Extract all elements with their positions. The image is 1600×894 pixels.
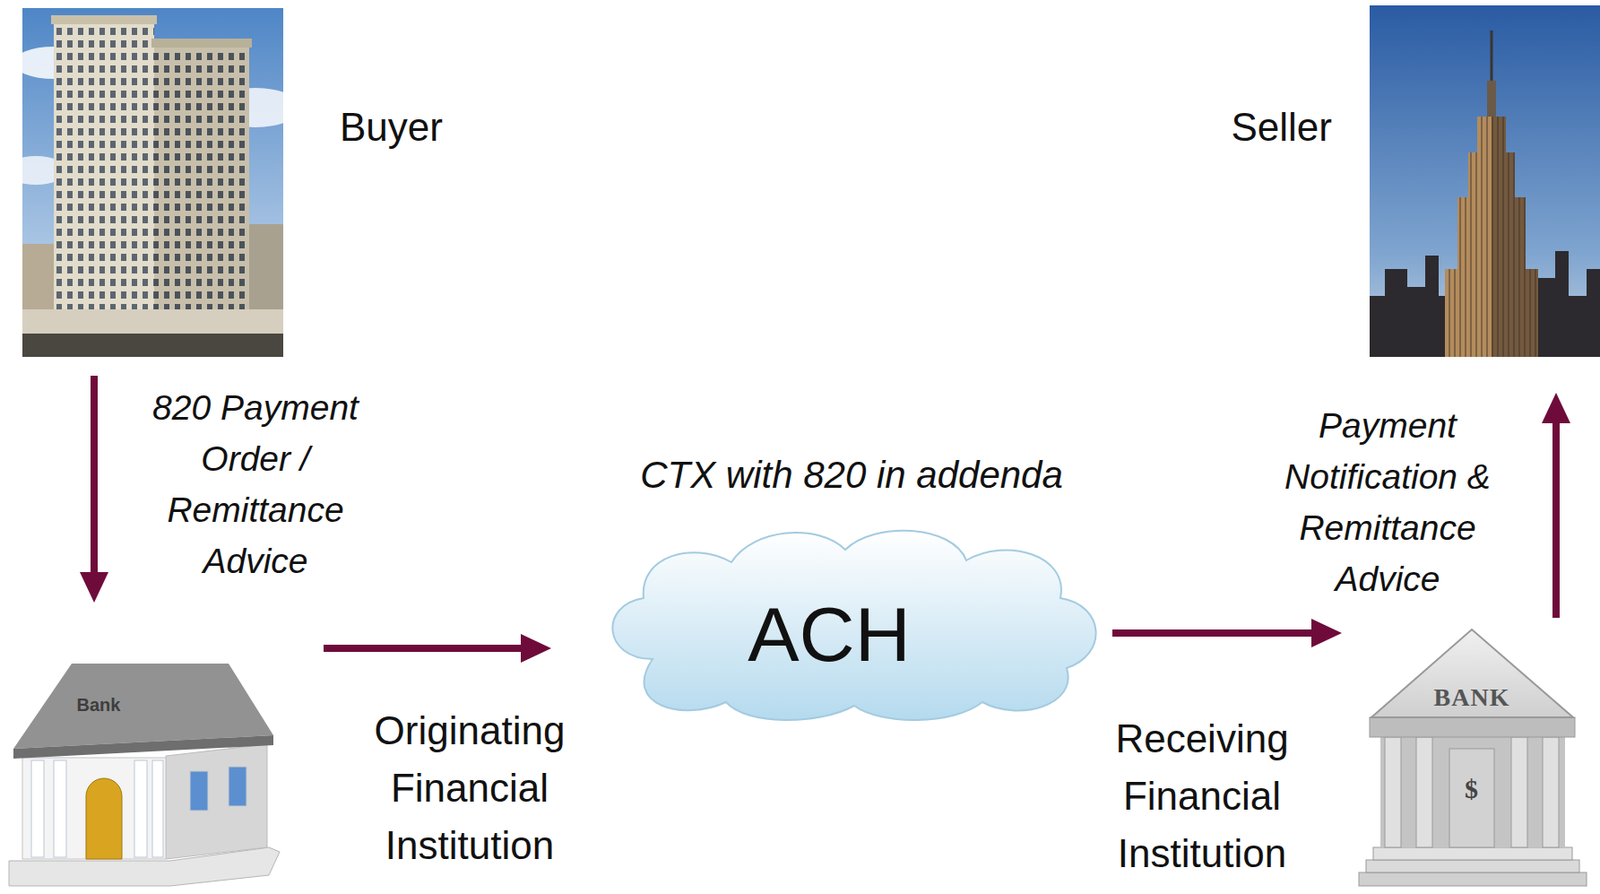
bank-icon bbox=[152, 760, 164, 857]
bank-icon bbox=[134, 760, 148, 857]
buyer-building-photo bbox=[151, 38, 252, 48]
seller-building-photo bbox=[1468, 152, 1515, 198]
flow-arrow bbox=[1552, 417, 1560, 618]
bank-icon bbox=[86, 778, 122, 859]
bank-sign: $ bbox=[1464, 773, 1479, 805]
cloud-outline bbox=[612, 530, 1096, 720]
bank-icon bbox=[1373, 847, 1573, 860]
seller-node: Seller bbox=[1369, 5, 1600, 357]
seller-building-photo bbox=[1491, 197, 1526, 269]
ach-cloud: CTX with 820 in addendaACH bbox=[589, 515, 1113, 727]
seller-building-photo bbox=[1369, 5, 1600, 357]
buyer-building-photo bbox=[22, 333, 284, 357]
bank-icon bbox=[1358, 872, 1587, 886]
node-heading: CTX with 820 in addenda bbox=[640, 452, 1064, 498]
flow-arrow bbox=[323, 644, 527, 652]
bank-icon bbox=[1542, 736, 1559, 848]
bank-icon bbox=[228, 766, 247, 806]
bank-icon bbox=[13, 663, 274, 749]
flow-arrow bbox=[1112, 629, 1317, 637]
node-label: Originating Financial Institution bbox=[374, 701, 566, 874]
bank-icon bbox=[1380, 736, 1566, 848]
bank-icon bbox=[8, 663, 280, 886]
seller-building-photo bbox=[1490, 30, 1494, 83]
seller-building-photo bbox=[1487, 80, 1497, 117]
buyer-node: Buyer bbox=[22, 8, 284, 357]
flow-arrow bbox=[90, 375, 98, 578]
buyer-building-photo bbox=[22, 8, 284, 357]
bank-node: Originating Financial Institution bbox=[8, 653, 296, 888]
bank-icon bbox=[1449, 748, 1495, 848]
seller-building-photo bbox=[1457, 197, 1526, 269]
node-label: ACH bbox=[747, 588, 911, 681]
seller-building-photo bbox=[1491, 152, 1515, 198]
node-label: Seller bbox=[1231, 103, 1333, 152]
edge-label: 820 Payment Order / Remittance Advice bbox=[134, 381, 377, 587]
seller-building-photo bbox=[1491, 268, 1539, 357]
bank-sign: BANK bbox=[1434, 683, 1511, 712]
bank-icon bbox=[22, 757, 166, 859]
bank-icon bbox=[1511, 736, 1528, 848]
seller-building-photo bbox=[1444, 268, 1539, 357]
bank-icon bbox=[1358, 629, 1587, 886]
node-label: Buyer bbox=[339, 103, 443, 152]
bank-icon bbox=[165, 743, 268, 859]
buyer-building-photo bbox=[22, 309, 284, 337]
bank-icon bbox=[190, 770, 208, 811]
node-label: Receiving Financial Institution bbox=[1115, 709, 1289, 883]
bank-icon bbox=[1366, 859, 1580, 873]
bank-node: Receiving Financial Institution bbox=[1357, 622, 1600, 888]
bank-icon bbox=[31, 760, 44, 857]
buyer-building-photo bbox=[53, 21, 155, 357]
bank-icon bbox=[53, 760, 67, 857]
buyer-building-photo bbox=[22, 8, 284, 357]
bank-icon bbox=[1416, 736, 1433, 848]
buyer-building-photo bbox=[51, 15, 157, 25]
edge-label: Payment Notification & Remittance Advice bbox=[1253, 399, 1523, 605]
bank-icon bbox=[1369, 717, 1575, 737]
seller-building-photo bbox=[1491, 116, 1506, 153]
bank-icon bbox=[1384, 736, 1402, 848]
seller-building-photo bbox=[1477, 116, 1506, 153]
bank-icon bbox=[1371, 629, 1574, 718]
bank-icon bbox=[13, 735, 274, 759]
bank-sign: Bank bbox=[77, 694, 122, 716]
seller-building-photo bbox=[1369, 5, 1600, 357]
